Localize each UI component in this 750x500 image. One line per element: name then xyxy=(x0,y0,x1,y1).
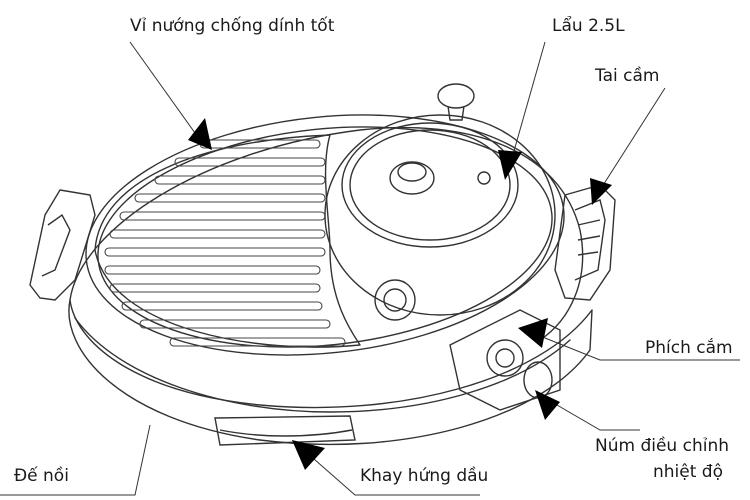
label-thermostat-line1: Núm điều chỉnh xyxy=(595,436,729,456)
label-thermostat-line2: nhiệt độ xyxy=(653,462,723,482)
leader-handle xyxy=(599,87,666,191)
leader-lines xyxy=(0,41,740,496)
oil-tray xyxy=(214,415,356,446)
label-oil-tray: Khay hứng dầu xyxy=(360,466,489,486)
lid-knob xyxy=(389,161,435,195)
pointer-handle xyxy=(590,178,612,205)
right-handle xyxy=(554,184,616,301)
label-plug: Phích cắm xyxy=(645,338,733,358)
hotpot-lid xyxy=(341,122,519,248)
leader-hotpot xyxy=(509,41,546,166)
label-base: Đế nồi xyxy=(14,466,69,486)
leader-base xyxy=(0,424,151,496)
leader-plug xyxy=(529,331,740,361)
leader-grill xyxy=(129,41,201,141)
hotpot-top-knob xyxy=(437,83,475,109)
pointer-hotpot xyxy=(498,150,522,180)
pan-rim-inner xyxy=(97,126,553,348)
pointer-oil xyxy=(292,440,325,470)
label-hotpot: Lẩu 2.5L xyxy=(552,16,625,36)
grill-divider xyxy=(94,134,361,348)
pointer-grill xyxy=(188,118,212,150)
base-body xyxy=(68,299,593,446)
label-handle: Tai cầm xyxy=(595,66,660,86)
hotpot-knob xyxy=(374,279,416,321)
steam-vent xyxy=(477,171,491,185)
pointer-thermostat xyxy=(535,390,560,420)
left-handle xyxy=(29,189,96,301)
pointer-plug xyxy=(518,318,548,348)
pointers xyxy=(188,118,612,470)
leader-oil xyxy=(297,444,480,496)
leader-thermostat xyxy=(544,397,640,431)
hotpot-outer xyxy=(324,114,556,316)
label-grill-plate: Vỉ nướng chống dính tốt xyxy=(130,16,335,36)
